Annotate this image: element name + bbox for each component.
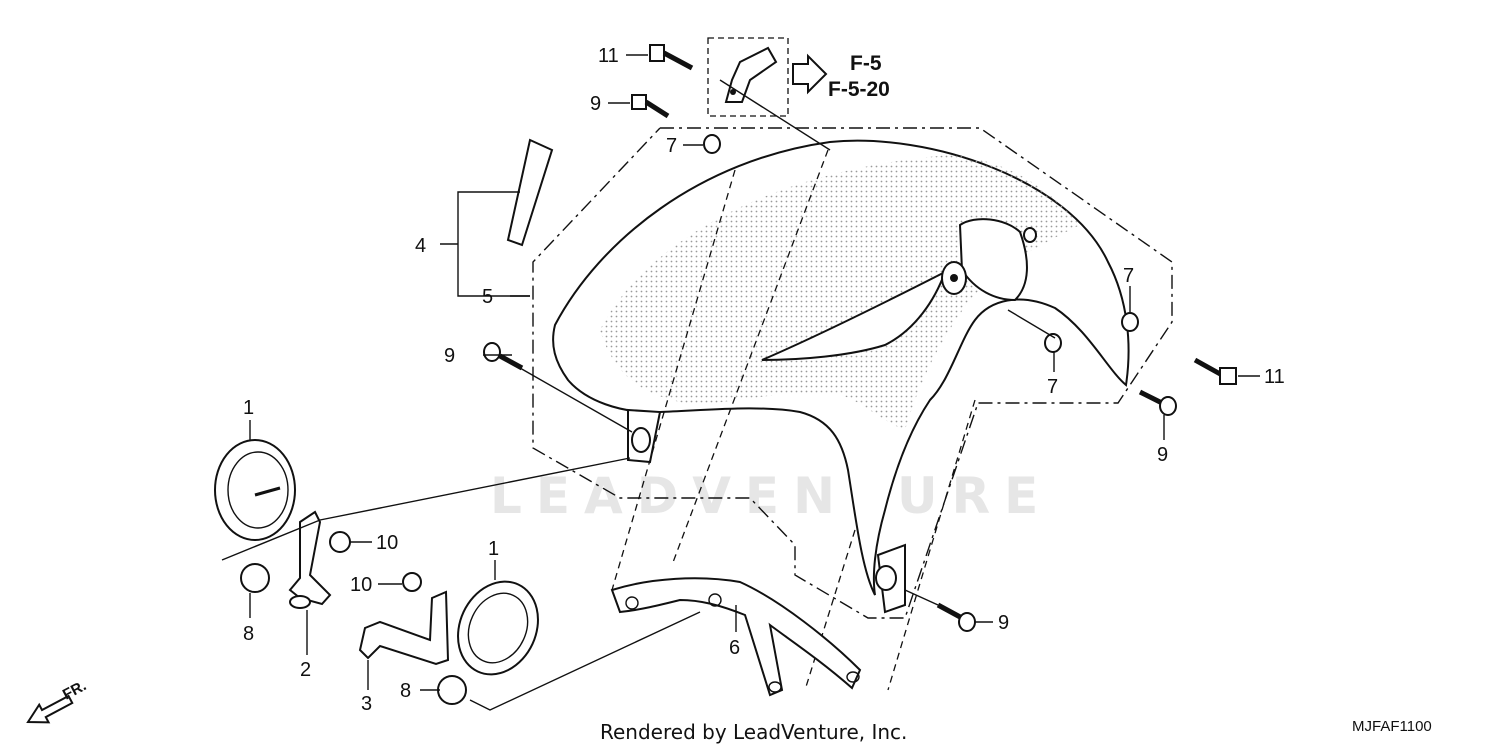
reflector-icon bbox=[457, 580, 539, 676]
callout-9: 9 bbox=[590, 93, 601, 115]
front-fender bbox=[552, 139, 1130, 614]
callout-leaders bbox=[249, 54, 1260, 691]
reference-bracket bbox=[724, 46, 778, 103]
bolt-icon bbox=[1193, 357, 1237, 385]
reflector-icon bbox=[214, 439, 296, 541]
leader-dash bbox=[671, 149, 829, 566]
callout-9: 9 bbox=[1157, 444, 1168, 466]
callout-4: 4 bbox=[415, 235, 426, 257]
diagram-code: MJFAF1100 bbox=[1352, 718, 1432, 735]
callout-10: 10 bbox=[350, 574, 372, 596]
bolt-icon bbox=[483, 342, 524, 371]
leader-dash bbox=[469, 611, 701, 711]
callout-10: 10 bbox=[376, 532, 398, 554]
callout-11: 11 bbox=[1264, 366, 1285, 388]
leader-dash bbox=[519, 367, 633, 433]
callout-3: 3 bbox=[361, 693, 372, 715]
reference-box bbox=[707, 37, 789, 117]
bolt-icon bbox=[936, 602, 976, 632]
leader-dash bbox=[611, 169, 736, 591]
direction-arrow-icon bbox=[792, 53, 828, 95]
leader-dash bbox=[804, 529, 856, 691]
leader-dash bbox=[221, 457, 631, 561]
callout-8: 8 bbox=[243, 623, 254, 645]
bolt-icon bbox=[649, 44, 694, 71]
callout-7: 7 bbox=[1047, 376, 1058, 398]
direction-arrow-icon bbox=[26, 694, 74, 724]
nut-icon bbox=[1023, 227, 1037, 243]
callout-9: 9 bbox=[998, 612, 1009, 634]
nut-icon bbox=[402, 572, 422, 592]
callout-1: 1 bbox=[243, 397, 254, 419]
leader-dash bbox=[904, 589, 939, 606]
callout-1: 1 bbox=[488, 538, 499, 560]
bracket-icon bbox=[288, 510, 332, 609]
callout-8: 8 bbox=[400, 680, 411, 702]
reference-f5-20: F-5-20 bbox=[828, 78, 890, 101]
bolt-icon bbox=[631, 94, 670, 119]
callout-2: 2 bbox=[300, 659, 311, 681]
bolt-icon bbox=[1138, 389, 1177, 416]
leader-dash bbox=[887, 399, 976, 691]
callout-11: 11 bbox=[598, 45, 619, 67]
callout-9: 9 bbox=[444, 345, 455, 367]
bracket-icon bbox=[358, 590, 450, 666]
grommet-icon bbox=[1044, 333, 1062, 353]
callout-5: 5 bbox=[482, 286, 493, 308]
reference-f5: F-5 bbox=[850, 52, 882, 75]
leader-dash bbox=[1007, 309, 1056, 339]
callout-7: 7 bbox=[666, 135, 677, 157]
assembly-outline bbox=[532, 127, 1173, 619]
grommet-icon bbox=[437, 675, 467, 705]
watermark: LEADVENTURE bbox=[490, 467, 1052, 525]
grommet-icon bbox=[1121, 312, 1139, 332]
fender-stay bbox=[610, 577, 862, 697]
callout-7: 7 bbox=[1123, 265, 1134, 287]
footer-credit: Rendered by LeadVenture, Inc. bbox=[600, 720, 907, 744]
callout-6: 6 bbox=[729, 637, 740, 659]
grommet-icon bbox=[240, 563, 270, 593]
nut-icon bbox=[329, 531, 351, 553]
nut-icon bbox=[703, 134, 721, 154]
emblem-strip bbox=[506, 138, 554, 247]
leader-dash bbox=[719, 79, 831, 151]
